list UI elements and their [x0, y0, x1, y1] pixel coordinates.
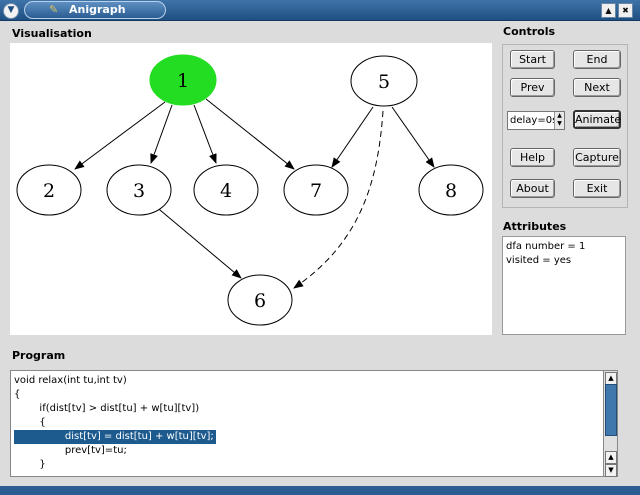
node-3-label: 3 — [133, 180, 145, 202]
close-button[interactable]: ✖ — [618, 3, 633, 18]
title-bar: ▼ ✎ Anigraph ▲ ✖ — [0, 0, 640, 21]
edge-1-2 — [74, 101, 166, 170]
controls-panel — [502, 44, 628, 208]
visualisation-label: Visualisation — [12, 27, 92, 40]
edge-5-7 — [331, 106, 374, 168]
node-7-label: 7 — [310, 180, 322, 202]
node-4[interactable]: 4 — [193, 164, 259, 216]
code-line-highlighted: dist[tv] = dist[tu] + w[tu][tv]; — [14, 430, 216, 444]
attribute-line: dfa number = 1 — [506, 241, 586, 252]
edge-5-8 — [391, 106, 435, 168]
code-line: if(dist[tv] > dist[tu] + w[tu][tv]) — [14, 403, 200, 414]
program-scrollbar[interactable]: ▲ ▲ ▼ — [604, 370, 618, 477]
node-3[interactable]: 3 — [106, 164, 172, 216]
code-line: } — [14, 459, 46, 470]
spin-down-icon[interactable]: ▼ — [557, 120, 562, 127]
code-line: prev[tv]=tu; — [14, 445, 127, 456]
exit-button[interactable]: Exit — [573, 179, 621, 198]
attributes-box: dfa number = 1 visited = yes — [502, 236, 626, 335]
chevron-down-icon: ▼ — [7, 5, 15, 15]
end-button[interactable]: End — [573, 50, 621, 69]
graph-canvas[interactable]: 1 5 2 3 4 7 8 6 — [10, 43, 492, 335]
code-line: { — [14, 417, 46, 428]
attributes-label: Attributes — [503, 220, 567, 233]
title-pill: ✎ Anigraph — [24, 1, 166, 19]
program-code-view[interactable]: void relax(int tu,int tv) { if(dist[tv] … — [10, 370, 604, 477]
node-1-label: 1 — [177, 70, 189, 92]
controls-label: Controls — [503, 25, 556, 38]
capture-button[interactable]: Capture — [573, 148, 621, 167]
scroll-up-icon[interactable]: ▲ — [605, 451, 617, 464]
spin-up-icon[interactable]: ▲ — [557, 112, 562, 119]
node-1[interactable]: 1 — [149, 54, 217, 106]
scroll-thumb[interactable] — [605, 384, 617, 436]
node-4-label: 4 — [220, 180, 232, 202]
graph-svg: 1 5 2 3 4 7 8 6 — [16, 54, 484, 326]
node-8[interactable]: 8 — [418, 164, 484, 216]
start-button[interactable]: Start — [510, 50, 555, 69]
node-2[interactable]: 2 — [16, 164, 82, 216]
edge-1-4 — [193, 104, 217, 164]
window-title: Anigraph — [69, 3, 126, 16]
code-line: { — [14, 389, 21, 400]
attribute-line: visited = yes — [506, 255, 572, 266]
node-8-label: 8 — [445, 180, 457, 202]
edge-5-6-dashed — [293, 110, 384, 289]
help-button[interactable]: Help — [510, 148, 555, 167]
edge-1-7 — [205, 98, 295, 170]
node-5-label: 5 — [378, 71, 390, 93]
about-button[interactable]: About — [510, 179, 555, 198]
node-6[interactable]: 6 — [227, 274, 293, 326]
maximize-button[interactable]: ▲ — [601, 3, 616, 18]
edge-1-3 — [150, 104, 173, 164]
window-bottom-border — [0, 486, 640, 495]
node-2-label: 2 — [43, 180, 55, 202]
node-7[interactable]: 7 — [283, 164, 349, 216]
code-line: void relax(int tu,int tv) — [14, 375, 127, 386]
next-button[interactable]: Next — [573, 78, 621, 97]
animate-button[interactable]: Animate — [573, 110, 621, 129]
window-menu-button[interactable]: ▼ — [3, 3, 19, 19]
program-label: Program — [12, 349, 66, 362]
pen-icon: ✎ — [49, 3, 59, 16]
edge-3-6 — [153, 204, 242, 279]
maximize-icon: ▲ — [605, 6, 612, 15]
delay-spinbox[interactable]: delay=0s ▲ ▼ — [507, 111, 565, 130]
delay-value: delay=0s — [510, 115, 558, 126]
node-6-label: 6 — [254, 290, 266, 312]
node-5[interactable]: 5 — [350, 55, 418, 107]
scroll-down-icon[interactable]: ▼ — [605, 464, 617, 477]
close-icon: ✖ — [622, 6, 629, 15]
prev-button[interactable]: Prev — [510, 78, 555, 97]
spin-arrows[interactable]: ▲ ▼ — [554, 112, 564, 129]
